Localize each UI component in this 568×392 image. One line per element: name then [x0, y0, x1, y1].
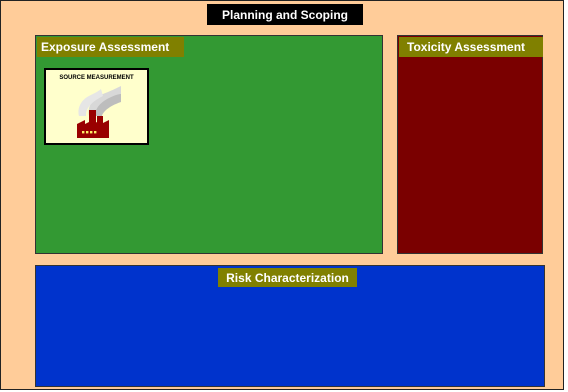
- factory-icon: [77, 86, 121, 138]
- toxicity-assessment-panel: Toxicity Assessment: [397, 35, 543, 254]
- exposure-assessment-title: Exposure Assessment: [37, 37, 184, 57]
- source-measurement-label: SOURCE MEASUREMENT: [59, 75, 134, 81]
- exposure-assessment-panel: Exposure Assessment SOURCE MEASUREMENT: [35, 35, 383, 254]
- toxicity-assessment-title: Toxicity Assessment: [399, 37, 543, 57]
- risk-characterization-panel: Risk Characterization: [35, 265, 545, 387]
- risk-characterization-title: Risk Characterization: [218, 268, 357, 287]
- planning-and-scoping-title: Planning and Scoping: [207, 4, 363, 25]
- source-measurement-card: SOURCE MEASUREMENT: [44, 68, 149, 145]
